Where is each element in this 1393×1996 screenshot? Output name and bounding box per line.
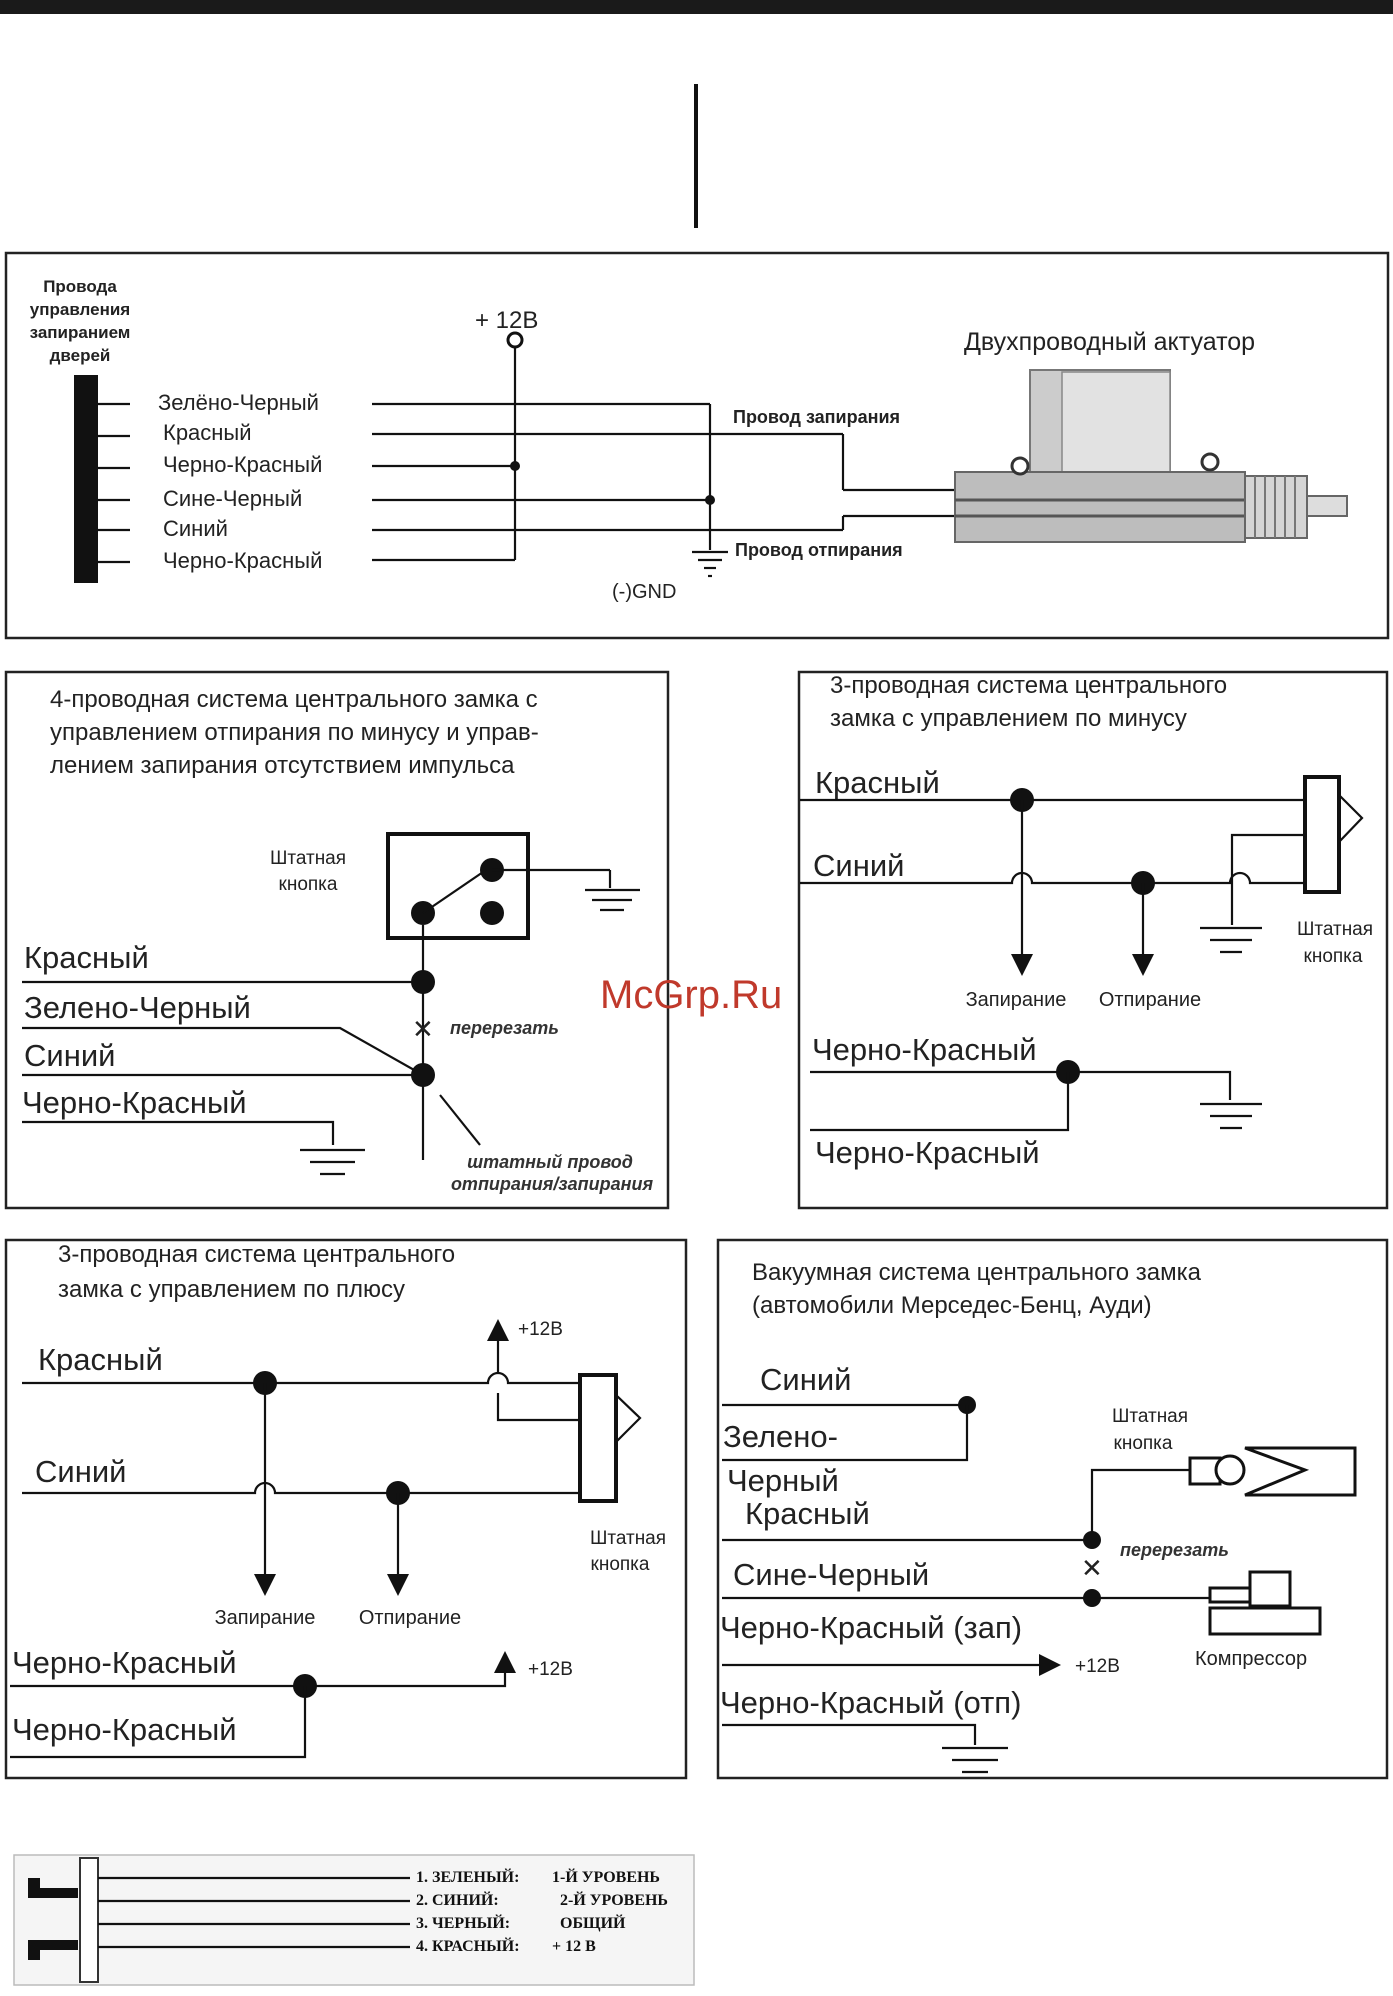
wire-label-black-red-2: Черно-Красный <box>12 1712 237 1747</box>
legend-item-3-name: 3. ЧЕРНЫЙ: <box>416 1913 510 1932</box>
four-wire-title-3: лением запирания отсутствием импульса <box>50 752 515 779</box>
legend-item-4-value: + 12 В <box>552 1938 596 1955</box>
connector-icon <box>79 1857 99 1983</box>
three-wire-minus-title-1: 3-проводная система центрального <box>830 672 1227 699</box>
watermark-text: McGrp.Ru <box>600 973 782 1017</box>
cut-mark-icon: ✕ <box>412 1014 434 1044</box>
stock-wire-label-2: отпирания/запирания <box>451 1174 654 1194</box>
wire-label-black-red-2: Черно-Красный <box>815 1135 1040 1170</box>
wire-label-black-red: Черно-Красный <box>812 1032 1037 1067</box>
stock-button-label-2: кнопка <box>279 874 338 895</box>
wire-label-green-black: Зелёно-Черный <box>158 390 319 415</box>
legend-connector: 1. ЗЕЛЕНЫЙ: 1-Й УРОВЕНЬ 2. СИНИЙ: 2-Й УР… <box>13 1854 695 1986</box>
wire-label-black-red: Черно-Красный <box>12 1645 237 1680</box>
wire-label-black-red-lock: Черно-Красный (зап) <box>720 1610 1022 1645</box>
control-wires-label-4: дверей <box>50 346 111 365</box>
wire-label-black-red-unlock: Черно-Красный (отп) <box>720 1685 1021 1720</box>
lock-wire-label: Провод запирания <box>733 407 900 427</box>
wire-label-black-red-2: Черно-Красный <box>163 548 322 573</box>
wire-label-black-red: Черно-Красный <box>163 452 322 477</box>
legend-item-3-value: ОБЩИЙ <box>560 1913 626 1932</box>
panel-vacuum-system: Вакуумная система центрального замка (ав… <box>716 1238 1389 1780</box>
vacuum-title-2: (автомобили Мерседес-Бенц, Ауди) <box>752 1292 1152 1319</box>
plus12-terminal-icon <box>506 331 524 349</box>
ground-icon <box>1200 926 1262 954</box>
wire-label-black: Черный <box>727 1463 839 1498</box>
ground-icon <box>1200 1102 1262 1130</box>
unlock-label: Отпирание <box>359 1607 461 1629</box>
stock-button-label-1: Штатная <box>1297 919 1373 940</box>
compressor-label: Компрессор <box>1195 1648 1307 1670</box>
cut-label: перерезать <box>450 1018 559 1038</box>
stock-button-switch <box>386 832 530 940</box>
unlock-label: Отпирание <box>1099 989 1201 1011</box>
actuator-icon <box>954 369 1348 543</box>
stock-button-label-1: Штатная <box>270 848 346 869</box>
separator-line <box>694 84 698 228</box>
top-bar <box>0 0 1393 14</box>
connector-block <box>74 375 98 583</box>
wire-label-green: Зелено- <box>723 1419 838 1454</box>
cut-mark-icon: ✕ <box>1081 1553 1103 1583</box>
three-wire-minus-title-2: замка с управлением по минусу <box>830 705 1187 732</box>
wire-label-blue-black: Сине-Черный <box>163 486 302 511</box>
control-wires-label-3: запиранием <box>30 323 131 342</box>
three-wire-plus-title-1: 3-проводная система центрального <box>58 1241 455 1268</box>
vacuum-title-1: Вакуумная система центрального замка <box>752 1259 1202 1286</box>
panel-two-wire-actuator: Провода управления запиранием дверей Зел… <box>4 251 1390 640</box>
stock-button-label-1: Штатная <box>1112 1406 1188 1427</box>
legend-item-2-value: 2-Й УРОВЕНЬ <box>560 1890 668 1909</box>
panel-three-wire-plus: 3-проводная система центрального замка с… <box>4 1238 688 1780</box>
stock-wire-label-1: штатный провод <box>467 1152 633 1172</box>
wire-label-red: Красный <box>815 765 940 800</box>
stock-button-label-2: кнопка <box>1114 1433 1173 1454</box>
wire-label-black-red: Черно-Красный <box>22 1085 247 1120</box>
plus12-label: +12В <box>518 1319 563 1340</box>
control-wires-label-1: Провода <box>43 277 117 296</box>
actuator-title: Двухпроводный актуатор <box>964 328 1255 356</box>
vacuum-button-icon <box>1188 1446 1357 1497</box>
cut-label: перерезать <box>1120 1540 1229 1560</box>
wire-label-red: Красный <box>24 940 149 975</box>
four-wire-title-1: 4-проводная система центрального замка с <box>50 686 538 713</box>
legend-item-2-name: 2. СИНИЙ: <box>416 1890 499 1909</box>
stock-button-icon <box>1303 775 1341 894</box>
plus12-label: + 12В <box>475 307 538 334</box>
lock-label: Запирание <box>215 1607 316 1629</box>
control-wires-label-2: управления <box>30 300 130 319</box>
stock-button-label-1: Штатная <box>590 1528 666 1549</box>
wire-label-blue-black: Сине-Черный <box>733 1557 929 1592</box>
compressor-icon <box>1208 1570 1322 1636</box>
stock-button-icon <box>578 1373 618 1503</box>
gnd-label: (-)GND <box>612 581 676 603</box>
legend-item-4-name: 4. КРАСНЫЙ: <box>416 1936 520 1955</box>
four-wire-title-2: управлением отпирания по минусу и управ- <box>50 719 539 746</box>
wire-label-green-black: Зелено-Черный <box>24 990 251 1025</box>
wire-label-blue: Синий <box>163 516 228 541</box>
legend-item-1-value: 1-Й УРОВЕНЬ <box>552 1867 660 1886</box>
ground-icon <box>300 1148 365 1176</box>
wire-label-blue: Синий <box>35 1454 126 1489</box>
three-wire-plus-title-2: замка с управлением по плюсу <box>58 1276 405 1303</box>
stock-button-label-2: кнопка <box>591 1554 650 1575</box>
wire-label-blue: Синий <box>813 848 904 883</box>
panel-four-wire-system: 4-проводная система центрального замка с… <box>4 670 670 1210</box>
wire-label-red: Красный <box>38 1342 163 1377</box>
wire-label-red: Красный <box>745 1496 870 1531</box>
plus12-label-2: +12В <box>528 1659 573 1680</box>
wire-label-blue: Синий <box>760 1362 851 1397</box>
unlock-wire-label: Провод отпирания <box>735 540 903 560</box>
stock-button-label-2: кнопка <box>1304 946 1363 967</box>
wire-label-blue: Синий <box>24 1038 115 1073</box>
ground-icon <box>692 550 728 578</box>
ground-icon <box>585 870 640 912</box>
wire-label-red: Красный <box>163 420 252 445</box>
lock-label: Запирание <box>966 989 1067 1011</box>
ground-icon <box>942 1746 1008 1774</box>
plus12-label: +12В <box>1075 1656 1120 1677</box>
legend-item-1-name: 1. ЗЕЛЕНЫЙ: <box>416 1867 519 1886</box>
panel-three-wire-minus: 3-проводная система центрального замка с… <box>797 670 1389 1210</box>
